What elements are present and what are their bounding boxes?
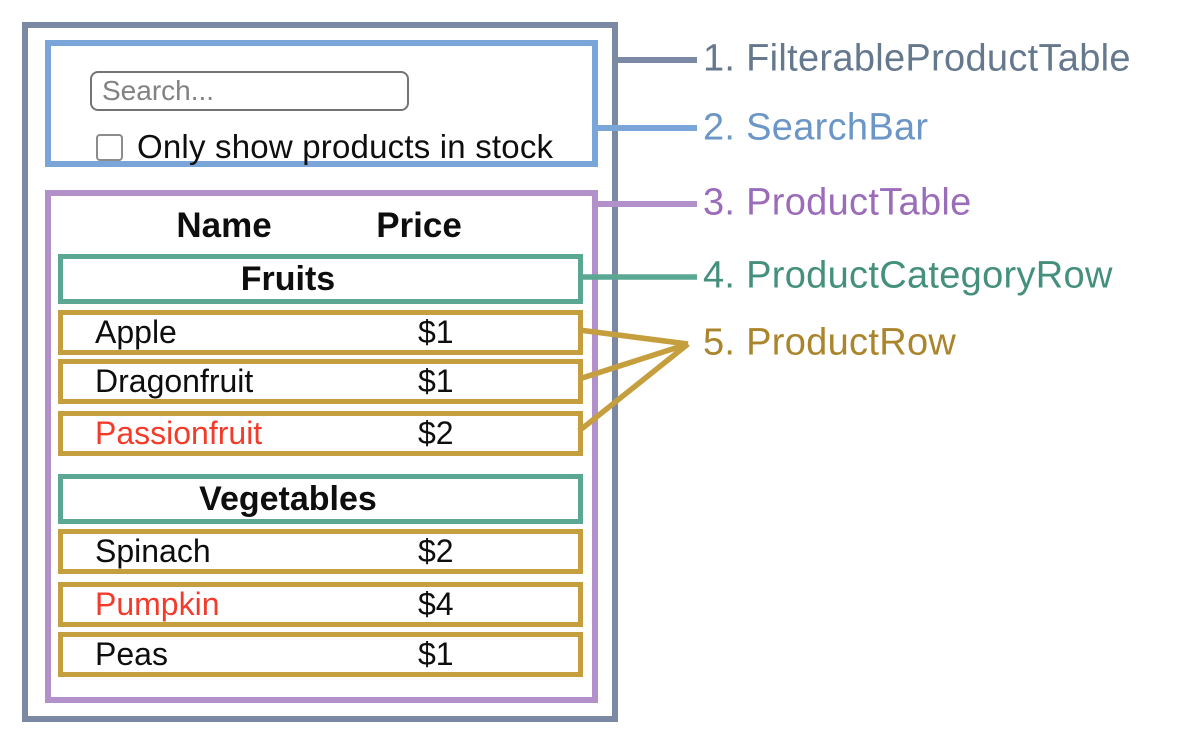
product-row-spinach: Spinach $2	[58, 529, 583, 574]
annotation-label-search-bar: 2. SearchBar	[703, 106, 929, 149]
annotation-label-product-table: 3. ProductTable	[703, 181, 972, 224]
table-header-row: Name Price	[51, 206, 592, 245]
product-row-passionfruit: Passionfruit $2	[58, 411, 583, 456]
product-row-peas: Peas $1	[58, 632, 583, 677]
search-bar-box: Only show products in stock	[45, 40, 598, 167]
product-category-row-vegetables: Vegetables	[58, 474, 583, 524]
product-price: $1	[418, 636, 454, 672]
product-price: $1	[418, 363, 454, 399]
product-row-dragonfruit: Dragonfruit $1	[58, 359, 583, 404]
product-name: Dragonfruit	[95, 363, 254, 399]
product-name: Pumpkin	[95, 586, 220, 622]
annotation-label-product-row: 5. ProductRow	[703, 321, 957, 364]
product-price: $1	[418, 314, 454, 350]
product-category-row-fruits: Fruits	[58, 254, 583, 304]
name-column-header: Name	[176, 206, 272, 245]
product-table-box: Name Price Fruits Apple $1 Dragonfruit $…	[45, 190, 598, 703]
annotation-label-filterable-product-table: 1. FilterableProductTable	[703, 37, 1131, 80]
price-column-header: Price	[376, 206, 462, 245]
product-row-apple: Apple $1	[58, 310, 583, 355]
annotation-label-product-category-row: 4. ProductCategoryRow	[703, 254, 1113, 297]
product-name: Passionfruit	[95, 415, 263, 451]
product-name: Apple	[95, 314, 177, 350]
search-input[interactable]	[90, 71, 409, 111]
product-name: Spinach	[95, 533, 211, 569]
stock-filter-row: Only show products in stock	[96, 128, 554, 165]
only-in-stock-label: Only show products in stock	[137, 128, 554, 165]
product-name: Peas	[95, 636, 168, 672]
product-price: $4	[418, 586, 454, 622]
only-in-stock-checkbox[interactable]	[96, 133, 123, 161]
product-price: $2	[418, 533, 454, 569]
product-row-pumpkin: Pumpkin $4	[58, 582, 583, 627]
filterable-product-table-box: Only show products in stock Name Price F…	[22, 22, 618, 722]
product-price: $2	[418, 415, 454, 451]
